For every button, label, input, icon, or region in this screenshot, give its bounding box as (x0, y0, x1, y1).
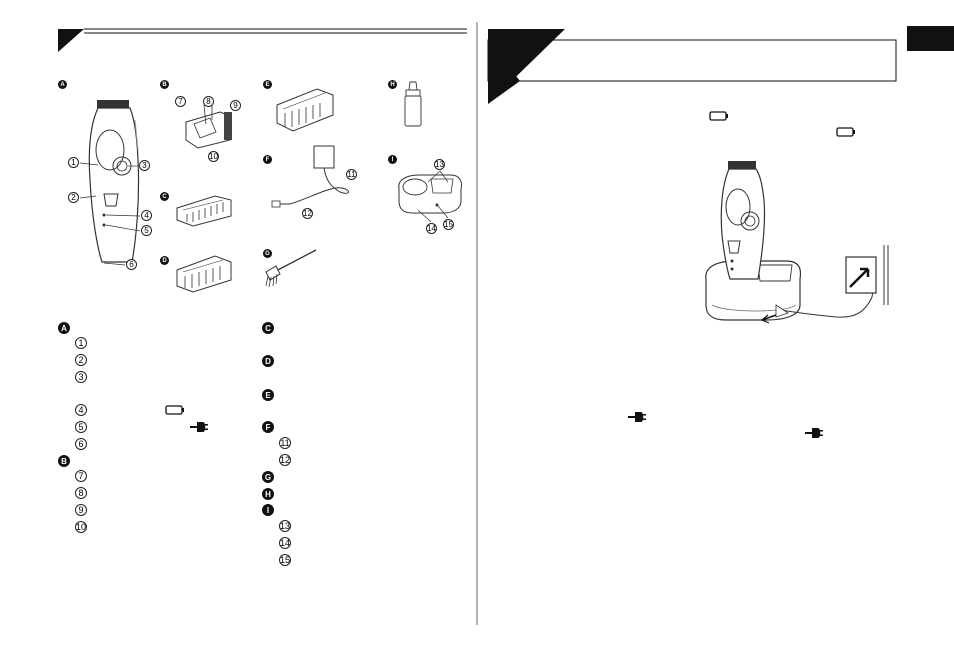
legend-item-1: 1 (75, 337, 87, 349)
callout-a-2: 2 (68, 192, 79, 203)
figure-c-comb-illustration (176, 195, 232, 227)
legend-item-7: 7 (75, 470, 87, 482)
callout-a-3: 3 (139, 160, 150, 171)
battery-icon-body-2 (836, 127, 855, 137)
callout-b-9: 9 (230, 100, 241, 111)
power-plug-icon-body-1 (628, 412, 646, 422)
power-plug-icon (190, 422, 208, 432)
figure-f-adapter-illustration (271, 145, 349, 208)
callout-a-1: 1 (68, 157, 79, 168)
charging-illustration (705, 161, 889, 324)
callout-b-8: 8 (203, 96, 214, 107)
callout-b-7: 7 (175, 96, 186, 107)
figure-e-comb-illustration (276, 88, 334, 132)
legend-label-e: E (262, 389, 274, 401)
legend-label-b: B (58, 455, 70, 467)
figure-label-b: B (160, 80, 169, 89)
legend-item-5: 5 (75, 421, 87, 433)
figure-label-h: H (388, 80, 397, 89)
figure-label-d: D (160, 256, 169, 265)
figure-label-g: G (263, 249, 272, 258)
legend-label-a: A (58, 322, 70, 334)
figure-label-a: A (58, 80, 67, 89)
figure-g-brush-illustration (265, 249, 317, 288)
legend-item-4: 4 (75, 404, 87, 416)
figure-h-oil-bottle-illustration (404, 81, 422, 127)
figure-label-f: F (263, 155, 272, 164)
figure-b-blade-illustration (185, 104, 232, 149)
figure-label-e: E (263, 80, 272, 89)
legend-item-11: 11 (279, 437, 291, 449)
legend-label-i: I (262, 504, 274, 516)
callout-i-15: 15 (443, 219, 454, 230)
legend-label-g: G (262, 471, 274, 483)
figure-d-comb-illustration (176, 255, 232, 293)
figure-label-i: I (388, 155, 397, 164)
legend-item-2: 2 (75, 354, 87, 366)
callout-f-11: 11 (346, 169, 357, 180)
callout-f-12: 12 (302, 208, 313, 219)
legend-item-3: 3 (75, 371, 87, 383)
legend-item-15: 15 (279, 554, 291, 566)
figure-label-c: C (160, 192, 169, 201)
callout-b-10: 10 (208, 151, 219, 162)
legend-item-9: 9 (75, 504, 87, 516)
legend-label-d: D (262, 355, 274, 367)
legend-item-14: 14 (279, 537, 291, 549)
callout-a-6: 6 (126, 259, 137, 270)
callout-i-14: 14 (426, 223, 437, 234)
battery-icon (165, 405, 184, 415)
power-plug-icon-body-2 (805, 428, 823, 438)
legend-item-13: 13 (279, 520, 291, 532)
figure-a-clipper-illustration (88, 100, 140, 263)
legend-label-c: C (262, 322, 274, 334)
callout-a-5: 5 (141, 225, 152, 236)
legend-label-f: F (262, 421, 274, 433)
callout-a-4: 4 (141, 210, 152, 221)
callout-i-13: 13 (434, 159, 445, 170)
legend-item-6: 6 (75, 438, 87, 450)
battery-icon-body-1 (709, 111, 728, 121)
legend-label-h: H (262, 488, 274, 500)
figure-i-stand-illustration (398, 174, 462, 214)
legend-item-10: 10 (75, 521, 87, 533)
legend-item-12: 12 (279, 454, 291, 466)
legend-item-8: 8 (75, 487, 87, 499)
